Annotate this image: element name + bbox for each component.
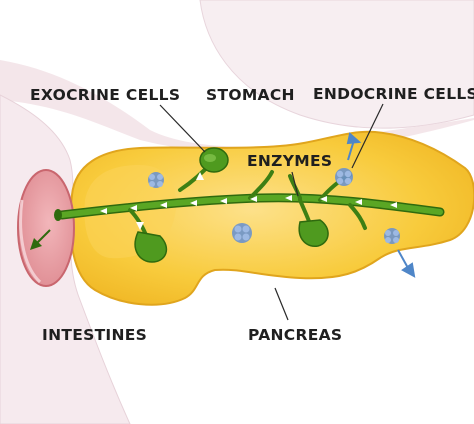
stomach-tissue	[199, 0, 474, 129]
pancreas-body	[69, 130, 474, 306]
pancreas-leader	[274, 287, 289, 321]
hormone-arrows	[346, 132, 416, 278]
into-intestine-arrow	[35, 229, 51, 245]
exocrine-acini	[134, 147, 329, 263]
stomach-wall	[0, 60, 474, 154]
duct-opening	[54, 209, 62, 221]
endocrine-cells-label: ENDOCRINE CELLS	[313, 85, 474, 103]
endocrine-leader	[351, 103, 384, 169]
enzyme-flow-arrows	[100, 195, 397, 214]
enzymes-leader	[291, 171, 299, 197]
into-intestine-arrowhead	[30, 238, 42, 250]
stomach-label: STOMACH	[206, 86, 295, 104]
exocrine-cells-label: EXOCRINE CELLS	[30, 86, 180, 104]
pancreas-label: PANCREAS	[248, 326, 342, 344]
endocrine-islets	[148, 168, 400, 244]
intestines-label: INTESTINES	[42, 326, 147, 344]
exocrine-leader	[159, 104, 206, 153]
intestine-rim	[19, 199, 42, 284]
branch-flow-arrows	[136, 172, 204, 230]
intestine	[17, 169, 75, 287]
enzymes-label: ENZYMES	[247, 152, 332, 170]
